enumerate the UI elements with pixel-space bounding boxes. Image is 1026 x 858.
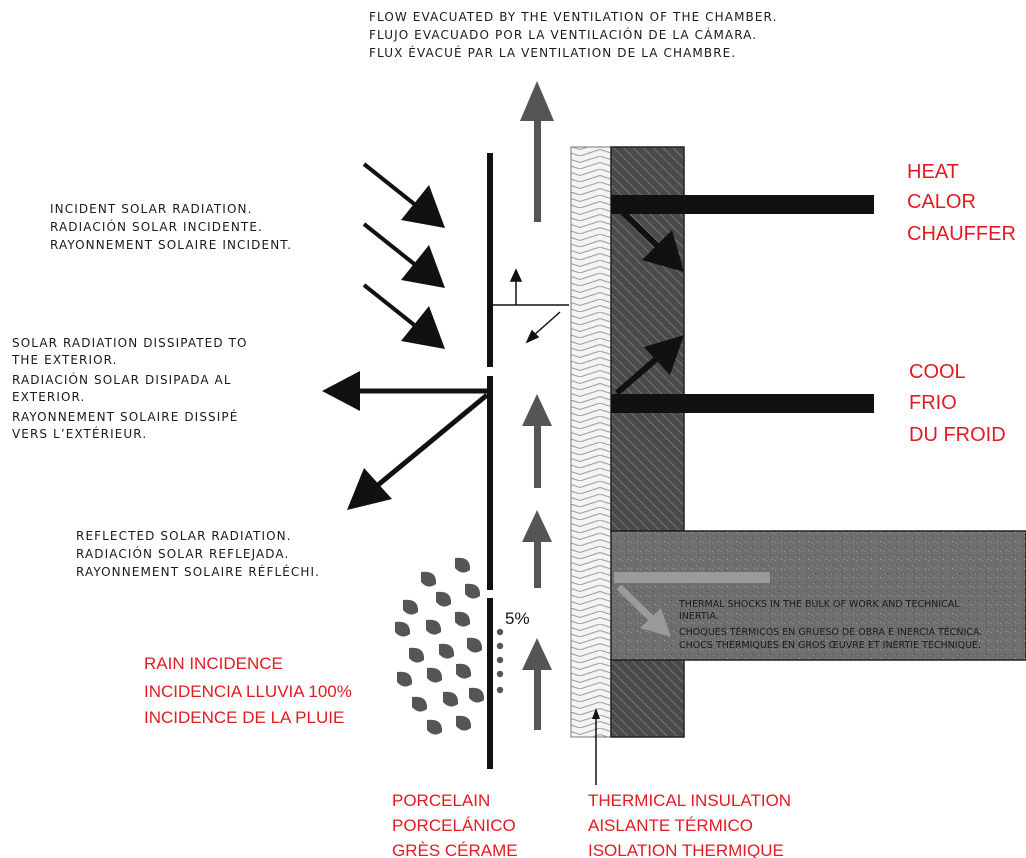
cool-line-es: FRIO	[909, 392, 957, 414]
rain-drop	[443, 691, 459, 707]
rain-drop	[427, 719, 443, 735]
rain-drop	[469, 687, 485, 703]
rain-drop	[465, 583, 481, 599]
reflected-line-es: RADIACIÓN SOLAR REFLEJADA.	[76, 546, 289, 561]
reflected-line-fr: RAYONNEMENT SOLAIRE RÉFLÉCHI.	[76, 564, 320, 579]
porcelain-line-es: PORCELÁNICO	[392, 816, 516, 835]
rain-drop	[456, 663, 472, 679]
heat-line-en: HEAT	[907, 161, 959, 183]
porcelain-line-fr: GRÈS CÉRAME	[392, 841, 518, 858]
ventilation-arrow-3	[522, 638, 552, 730]
rain-droplet-small	[496, 686, 504, 694]
incident-line-en: INCIDENT SOLAR RADIATION.	[50, 202, 252, 216]
flow-line-en: FLOW EVACUATED BY THE VENTILATION OF THE…	[369, 10, 777, 24]
porcelain-label: PORCELAIN PORCELÁNICO GRÈS CÉRAME	[392, 791, 518, 858]
dissipated-radiation-arrow	[322, 371, 487, 411]
rain-line-fr: INCIDENCE DE LA PLUIE	[144, 708, 344, 727]
rain-drop	[455, 611, 471, 627]
insulation-layer	[570, 146, 612, 738]
insulation-line-fr: ISOLATION THERMIQUE	[588, 841, 784, 858]
dissipated-line-4: EXTERIOR.	[12, 390, 85, 404]
rain-drop	[439, 643, 455, 659]
cool-outward-arrow	[615, 335, 684, 396]
rain-drop	[403, 599, 419, 615]
cool-line-en: COOL	[909, 361, 966, 383]
insulation-pointer-head	[592, 708, 600, 719]
incident-line-fr: RAYONNEMENT SOLAIRE INCIDENT.	[50, 238, 292, 252]
dissipated-line-6: VERS L’EXTÉRIEUR.	[12, 426, 147, 441]
rain-droplet-small	[496, 670, 504, 678]
flow-evacuated-label: FLOW EVACUATED BY THE VENTILATION OF THE…	[369, 10, 777, 60]
shock-line-3: CHOQUES TÉRMICOS EN GRUESO DE OBRA E INE…	[679, 626, 982, 638]
flow-line-fr: FLUX ÉVACUÉ PAR LA VENTILATION DE LA CHA…	[369, 45, 736, 60]
small-cavity-arrows	[493, 268, 569, 344]
porcelain-line-en: PORCELAIN	[392, 791, 490, 810]
dissipated-radiation-label: SOLAR RADIATION DISSIPATED TO THE EXTERI…	[11, 336, 248, 441]
rain-drop	[421, 571, 437, 587]
heat-label: HEAT CALOR CHAUFFER	[907, 161, 1016, 245]
dissipated-line-2: THE EXTERIOR.	[11, 353, 118, 367]
insulation-line-en: THERMICAL INSULATION	[588, 791, 791, 810]
insulation-label: THERMICAL INSULATION AISLANTE TÉRMICO IS…	[588, 791, 791, 858]
shock-line-2: INERTIA.	[679, 611, 719, 622]
reflected-radiation-arrow	[347, 393, 489, 510]
cool-label: COOL FRIO DU FROID	[909, 361, 1006, 446]
dissipated-line-1: SOLAR RADIATION DISSIPATED TO	[12, 336, 248, 350]
thermal-shock-arrow	[614, 572, 770, 637]
rain-droplet-small	[496, 628, 504, 636]
heat-inward-arrow	[614, 204, 684, 272]
rain-drop	[395, 621, 411, 637]
cool-bar	[611, 394, 874, 413]
rain-droplet-small	[496, 656, 504, 664]
ventilation-exhaust-arrow	[520, 81, 554, 222]
porcelain-panel-bottom	[487, 598, 493, 769]
thermal-shocks-label: THERMAL SHOCKS IN THE BULK OF WORK AND T…	[678, 599, 982, 651]
reflected-line-en: REFLECTED SOLAR RADIATION.	[76, 529, 292, 543]
rain-drop	[412, 696, 428, 712]
flow-line-es: FLUJO EVACUADO POR LA VENTILACIÓN DE LA …	[369, 27, 757, 42]
heat-line-es: CALOR	[907, 191, 976, 213]
incident-radiation-label: INCIDENT SOLAR RADIATION. RADIACIÓN SOLA…	[50, 202, 292, 252]
dissipated-line-3: RADIACIÓN SOLAR DISIPADA AL	[12, 372, 232, 387]
rain-incidence-label: RAIN INCIDENCE INCIDENCIA LLUVIA 100% IN…	[144, 654, 352, 727]
dissipated-line-5: RAYONNEMENT SOLAIRE DISSIPÉ	[12, 409, 238, 424]
rain-line-es: INCIDENCIA LLUVIA 100%	[144, 682, 352, 701]
concrete-slab	[610, 530, 1026, 661]
rain-percentage: 5%	[505, 609, 530, 628]
porcelain-panel-middle	[487, 376, 493, 590]
rain-drop	[426, 619, 442, 635]
insulation-line-es: AISLANTE TÉRMICO	[588, 816, 753, 835]
rain-drop	[456, 715, 472, 731]
heat-line-fr: CHAUFFER	[907, 223, 1016, 245]
ventilation-arrow-2	[522, 510, 552, 588]
rain-line-en: RAIN INCIDENCE	[144, 654, 283, 673]
porcelain-panel-top	[487, 153, 493, 367]
shock-line-4: CHOCS THERMIQUES EN GROS ŒUVRE ET INERTI…	[679, 640, 981, 651]
rain-drop	[427, 667, 443, 683]
reflected-radiation-label: REFLECTED SOLAR RADIATION. RADIACIÓN SOL…	[76, 529, 320, 579]
rain-drop	[409, 647, 425, 663]
masonry-wall-lower	[610, 659, 685, 738]
ventilation-arrow-1	[522, 394, 552, 488]
incident-line-es: RADIACIÓN SOLAR INCIDENTE.	[50, 219, 263, 234]
heat-bar	[611, 195, 874, 214]
rain-droplet-small	[496, 642, 504, 650]
shock-line-1: THERMAL SHOCKS IN THE BULK OF WORK AND T…	[678, 599, 960, 610]
rain-drop	[397, 671, 413, 687]
rain-drop	[436, 591, 452, 607]
rain-drop	[467, 637, 483, 653]
rain-drops	[395, 557, 504, 735]
incident-radiation-arrows	[362, 162, 445, 349]
cool-line-fr: DU FROID	[909, 424, 1006, 446]
rain-drop	[455, 557, 471, 573]
